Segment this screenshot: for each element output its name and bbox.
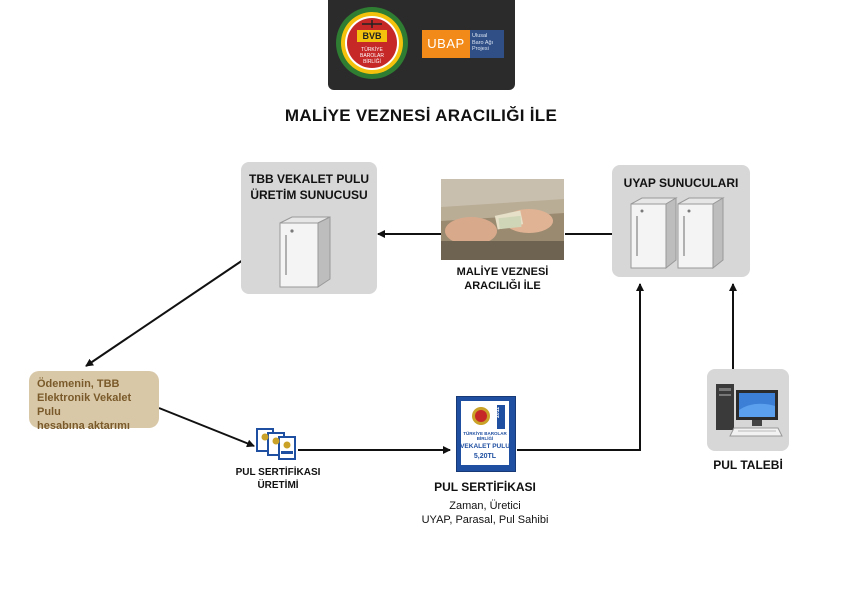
payment-line-2: Elektronik Vekalet Pulu [37, 392, 132, 418]
certificate-generation-caption: PUL SERTİFİKASI ÜRETİMİ [235, 467, 321, 491]
ubap-logo-main: UBAP [422, 30, 470, 58]
uyap-servers-label: UYAP SUNUCULARI [623, 176, 739, 190]
tbb-server-label-1: TBB VEKALET PULU [249, 172, 369, 186]
tbb-server-label-2: ÜRETİM SUNUCUSU [250, 188, 368, 202]
certificate-detail-1: Zaman, Üretici [449, 500, 521, 512]
arrow-payment-to-generation [158, 407, 255, 448]
svg-text:BVB: BVB [362, 31, 382, 41]
tbb-seal-logo: BVB TÜRKİYE BAROLAR BİRLİĞİ [336, 7, 408, 79]
cash-exchange-photo [441, 179, 564, 260]
certificate-title: PUL SERTİFİKASI [434, 480, 536, 494]
svg-text:TÜRKİYE: TÜRKİYE [361, 46, 383, 53]
computer-icon [716, 384, 783, 437]
svg-text:BAROLAR: BAROLAR [360, 53, 384, 59]
svg-text:BİRLİĞİ: BİRLİĞİ [363, 58, 381, 65]
stamp-top-text: TÜRKİYE BAROLAR BİRLİĞİ [463, 431, 507, 441]
payment-line-1: Ödemenin, TBB [37, 378, 120, 390]
payment-line-3: hesabına aktarımı [37, 420, 130, 432]
server-icon [630, 197, 678, 270]
server-icon [279, 216, 331, 288]
certificate-details: Zaman, Üretici UYAP, Parasal, Pul Sahibi [395, 499, 575, 527]
ubap-logo: UBAP Ulusal Baro Ağı Projesi [422, 30, 504, 58]
stamp-price: 5,20TL [473, 453, 497, 460]
certificate-detail-2: UYAP, Parasal, Pul Sahibi [421, 514, 549, 526]
certificates-icon [256, 428, 296, 460]
server-icon [677, 197, 725, 270]
arrow-certificate-to-uyap [517, 283, 644, 451]
stamp-year: 2011 [495, 407, 501, 418]
page-title: MALİYE VEZNESİ ARACILIĞI İLE [284, 106, 558, 125]
arrow-tbb-to-payment [85, 259, 244, 367]
stamp-main-text: VEKALET PULU [460, 443, 510, 450]
ubap-logo-side: Ulusal Baro Ağı Projesi [470, 30, 504, 58]
stamp-request-label: PUL TALEBİ [713, 458, 783, 472]
certificate-stamp: 2011 TÜRKİYE BAROLAR BİRLİĞİ VEKALET PUL… [456, 396, 516, 472]
cashier-caption: MALİYE VEZNESİ ARACILIĞI İLE [456, 266, 549, 292]
payment-transfer-node: Ödemenin, TBB Elektronik Vekalet Pulu he… [29, 371, 159, 432]
